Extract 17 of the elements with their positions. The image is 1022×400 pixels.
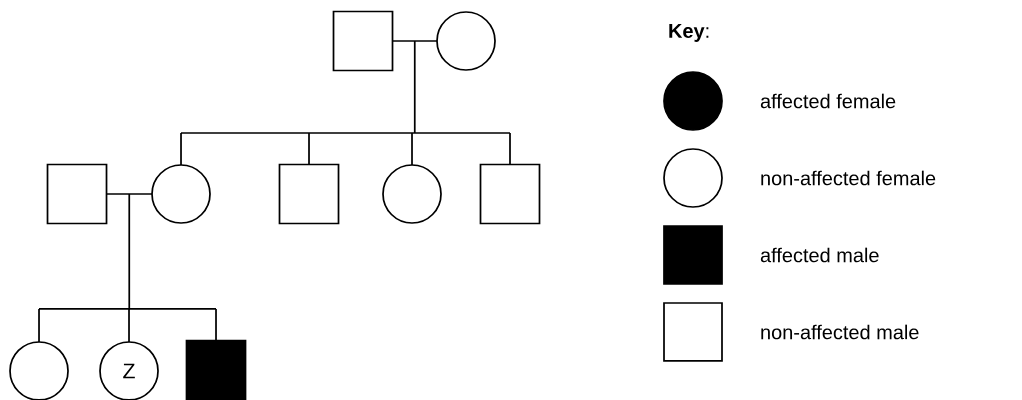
person-square [185,339,247,400]
legend-text: non-affected female [761,170,936,186]
key-heading: Key: [669,24,709,42]
descent-line [180,40,511,166]
person-circle [151,164,211,224]
mating-line [105,193,153,195]
legend-text: affected male [760,247,879,263]
person-square [332,10,394,72]
legend-text: non-affected male [761,324,919,340]
mating-line [391,40,438,42]
descent-line [38,193,217,343]
person-square [479,163,541,225]
person-circle [436,11,496,71]
person-square [46,163,108,225]
person-square [278,163,340,225]
legend-text: affected female [760,93,896,109]
person-circle [382,164,442,224]
